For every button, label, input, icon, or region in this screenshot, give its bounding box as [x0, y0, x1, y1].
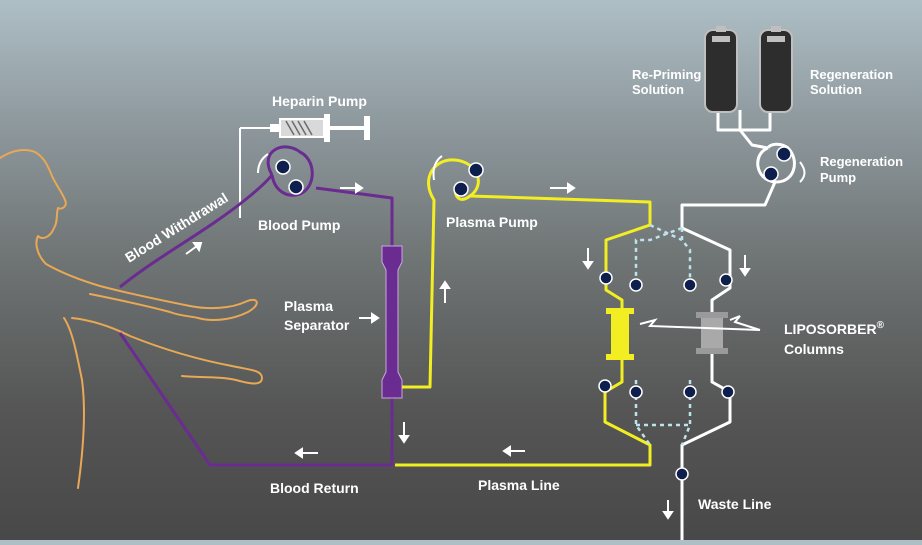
liposorber-name: LIPOSORBER: [784, 321, 877, 337]
liposorber-column-right: [696, 312, 728, 354]
blood-return-label: Blood Return: [270, 480, 359, 496]
registered-mark: ®: [877, 320, 885, 331]
saline-line: [680, 110, 796, 540]
liposorber-label-line1: LIPOSORBER®: [784, 320, 885, 337]
rotation-arrows: [257, 153, 806, 183]
liposorber-column-left: [606, 308, 634, 360]
heparin-pump-label: Heparin Pump: [272, 93, 367, 109]
plasma-separator-label-line1: Plasma: [284, 298, 333, 314]
plasma-separator: [381, 245, 403, 399]
heparin-syringe-icon: [239, 114, 370, 218]
regeneration-solution-bag: [759, 26, 793, 113]
liposorber-label-line2: Columns: [784, 341, 844, 357]
plasma-pump-label: Plasma Pump: [446, 214, 538, 230]
patient-figure: [0, 149, 263, 489]
regeneration-pump-label-line1: Regeneration: [820, 154, 903, 169]
re-priming-label-line2: Solution: [632, 82, 684, 97]
dotted-connections: [634, 223, 692, 446]
blood-withdrawal-label: Blood Withdrawal: [122, 189, 231, 265]
regeneration-pump-label-line2: Pump: [820, 170, 856, 185]
regeneration-solution-label-line2: Solution: [810, 82, 862, 97]
waste-line-label: Waste Line: [698, 496, 772, 512]
valves: [598, 271, 735, 481]
flow-arrows: [185, 182, 751, 520]
plasma-separator-label-line2: Separator: [284, 317, 350, 333]
column-pointers: [639, 315, 761, 331]
plasma-line-label: Plasma Line: [478, 477, 560, 493]
pump-rollers: [275, 146, 792, 197]
re-priming-solution-bag: [704, 26, 738, 113]
regeneration-solution-label-line1: Regeneration: [810, 67, 893, 82]
blood-line: [118, 145, 394, 467]
blood-pump-label: Blood Pump: [258, 217, 340, 233]
re-priming-label-line1: Re-Priming: [632, 67, 701, 82]
